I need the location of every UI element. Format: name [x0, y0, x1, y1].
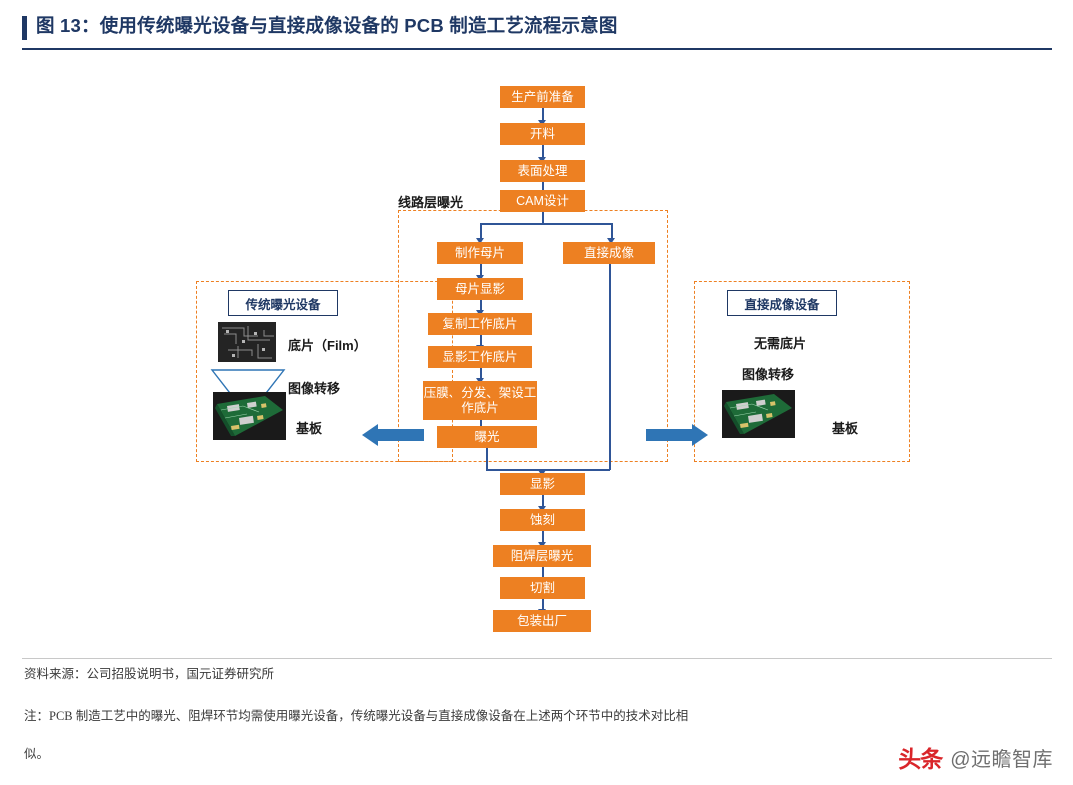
connector-split-horizontal: [480, 223, 612, 225]
flow-box-copy-work: 复制工作底片: [428, 313, 532, 335]
flow-box-direct-imaging: 直接成像: [563, 242, 655, 264]
page-title: 图 13：使用传统曝光设备与直接成像设备的 PCB 制造工艺流程示意图: [36, 15, 618, 36]
connector-merge-horizontal: [486, 469, 610, 471]
connector-developmaster-copy: [480, 300, 482, 312]
connector-expose-down: [486, 448, 488, 470]
connector-dice-pack: [542, 599, 544, 611]
connector-etch-solder: [542, 531, 544, 544]
arrow-split-left: [476, 238, 484, 244]
panel-traditional-equipment: [196, 281, 453, 462]
flow-box-pack: 包装出厂: [493, 610, 591, 632]
pcb-photo-left: [213, 392, 286, 440]
pcb-photo-left-graphic: [213, 392, 286, 440]
footer-divider: [22, 658, 1052, 659]
film-photo: [218, 322, 276, 362]
panel-direct-imaging-equipment: [694, 281, 910, 462]
label-image-transfer-left: 图像转移: [288, 381, 341, 396]
label-substrate-left: 基板: [296, 421, 323, 436]
film-photo-graphic: [218, 322, 276, 362]
watermark-logo: 头条: [898, 746, 943, 772]
flow-box-laminate: 压膜、分发、架设工作底片: [423, 381, 537, 420]
source-note: 资料来源：公司招股说明书，国元证券研究所: [24, 667, 275, 681]
figure-note-line1: 注：PCB 制造工艺中的曝光、阻焊环节均需使用曝光设备，传统曝光设备与直接成像设…: [24, 709, 689, 723]
arrow-split-right: [607, 238, 615, 244]
flow-box-etch: 蚀刻: [500, 509, 585, 531]
label-substrate-right: 基板: [832, 421, 859, 436]
connector-developwork-laminate: [480, 368, 482, 380]
label-film: 底片（Film）: [288, 338, 367, 353]
flow-box-dice: 切割: [500, 577, 585, 599]
connector-master-develop: [480, 264, 482, 277]
section-label-line-layer-exposure: 线路层曝光: [398, 195, 464, 210]
connector-split-right: [611, 223, 613, 240]
connector-solder-dice: [542, 567, 544, 579]
flow-box-expose: 曝光: [437, 426, 537, 448]
label-image-transfer-right: 图像转移: [742, 367, 795, 382]
figure-note-line2: 似。: [24, 747, 50, 761]
connector-cam-split: [542, 212, 544, 224]
label-no-film: 无需底片: [754, 336, 807, 351]
flow-box-develop-master: 母片显影: [437, 278, 523, 300]
flow-box-cam: CAM设计: [500, 190, 585, 212]
watermark-text: @远瞻智库: [950, 748, 1053, 771]
flow-box-surface: 表面处理: [500, 160, 585, 182]
connector-copy-developwork: [480, 335, 482, 347]
connector-split-left: [480, 223, 482, 240]
watermark: 头条 @远瞻智库: [898, 740, 1053, 774]
big-arrow-to-traditional: [362, 424, 424, 446]
figure-title-bar: 图 13：使用传统曝光设备与直接成像设备的 PCB 制造工艺流程示意图: [22, 14, 1052, 50]
big-arrow-to-direct: [646, 424, 708, 446]
panel-title-traditional: 传统曝光设备: [228, 290, 338, 316]
flow-box-develop: 显影: [500, 473, 585, 495]
connector-develop-etch: [542, 495, 544, 508]
connector-cut-surface: [542, 145, 544, 159]
flow-box-master: 制作母片: [437, 242, 523, 264]
connector-direct-down: [609, 264, 611, 470]
connector-prep-cut: [542, 108, 544, 122]
title-accent-bar: [22, 16, 27, 40]
flow-box-solder-expose: 阻焊层曝光: [493, 545, 591, 567]
flow-box-develop-work: 显影工作底片: [428, 346, 532, 368]
section-box-line-layer-exposure: [398, 210, 668, 462]
flow-box-prep: 生产前准备: [500, 86, 585, 108]
pcb-photo-right: [722, 390, 795, 438]
flow-box-cut: 开料: [500, 123, 585, 145]
connector-surface-cam: [542, 182, 544, 196]
panel-title-direct: 直接成像设备: [727, 290, 837, 316]
title-divider: [22, 48, 1052, 50]
pcb-photo-right-graphic: [722, 390, 795, 438]
